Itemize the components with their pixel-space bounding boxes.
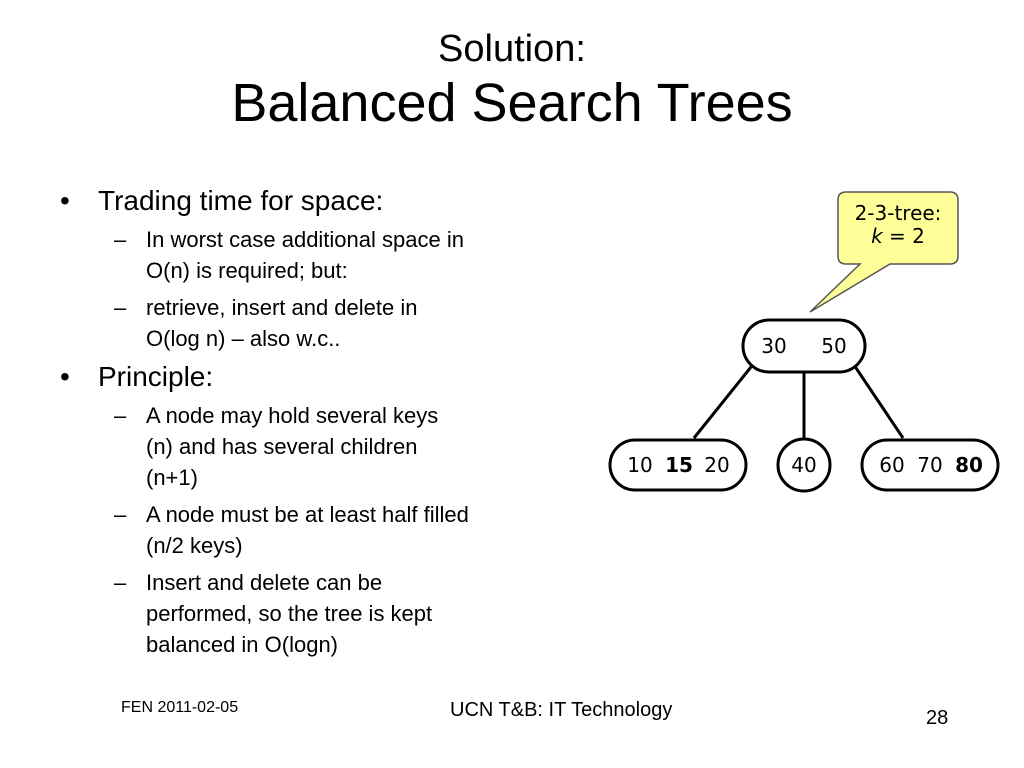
tree-edge-left (692, 361, 757, 439)
callout-line-1: 2-3-tree: (855, 201, 942, 225)
tree-root-node (741, 318, 867, 374)
dash-icon: – (114, 570, 127, 595)
dash-icon: – (114, 227, 127, 252)
sub-bullet-line: O(n) is required; but: (146, 258, 348, 283)
sub-bullet-line: A node may hold several keys (146, 403, 439, 428)
sub-bullet-node-keys: – A node may hold several keys (n) and h… (58, 400, 578, 493)
root-key: 30 (761, 334, 786, 358)
sub-bullet-balanced: – Insert and delete can be performed, so… (58, 567, 578, 660)
sub-bullet-line: (n/2 keys) (146, 533, 243, 558)
tree-edge-right (850, 361, 905, 439)
child-key: 70 (917, 453, 942, 477)
sub-bullet-line: (n) and has several children (146, 434, 418, 459)
sub-bullet-ops: – retrieve, insert and delete in O(log n… (58, 292, 578, 354)
callout-value: = 2 (883, 224, 925, 248)
sub-bullet-line: balanced in O(logn) (146, 632, 339, 657)
page-number: 28 (926, 707, 949, 729)
sub-bullet-line: performed, so the tree is kept (146, 601, 433, 626)
bullet-text: Trading time for space: (98, 185, 384, 216)
bullet-dot-icon: • (60, 361, 70, 392)
child-key-bold: 15 (665, 453, 693, 477)
sub-bullet-space: – In worst case additional space in O(n)… (58, 224, 578, 286)
dash-icon: – (114, 502, 127, 527)
sub-bullet-line: In worst case additional space in (146, 227, 464, 252)
root-key: 50 (821, 334, 846, 358)
bullet-trading: • Trading time for space: (58, 184, 578, 218)
bullet-list: • Trading time for space: – In worst cas… (58, 184, 578, 666)
bullet-text: Principle: (98, 361, 214, 392)
callout-bubble (809, 191, 959, 313)
dash-icon: – (114, 403, 127, 428)
child-key: 10 (627, 453, 652, 477)
callout-var: k (871, 224, 884, 248)
footer-course: UCN T&B: IT Technology (450, 699, 673, 721)
dash-icon: – (114, 295, 127, 320)
callout-line-2: k = 2 (871, 224, 925, 248)
sub-bullet-line: retrieve, insert and delete in (146, 295, 418, 320)
sub-bullet-half-filled: – A node must be at least half filled (n… (58, 499, 578, 561)
child-key-bold: 80 (955, 453, 983, 477)
sub-bullet-line: A node must be at least half filled (146, 502, 469, 527)
slide-title: Solution: Balanced Search Trees (0, 26, 1024, 134)
bullet-principle: • Principle: (58, 360, 578, 394)
footer-date: FEN 2011-02-05 (121, 699, 239, 716)
child-key: 40 (791, 453, 816, 477)
title-line-2: Balanced Search Trees (231, 73, 793, 133)
bullet-dot-icon: • (60, 185, 70, 216)
sub-bullet-line: (n+1) (146, 465, 198, 490)
tree-child-node-left (608, 438, 748, 492)
child-key: 60 (879, 453, 904, 477)
tree-child-node-right (860, 438, 1000, 492)
tree-child-node-middle (776, 437, 832, 493)
title-line-1: Solution: (438, 28, 586, 70)
sub-bullet-line: O(log n) – also w.c.. (146, 326, 341, 351)
child-key: 20 (704, 453, 729, 477)
sub-bullet-line: Insert and delete can be (146, 570, 383, 595)
